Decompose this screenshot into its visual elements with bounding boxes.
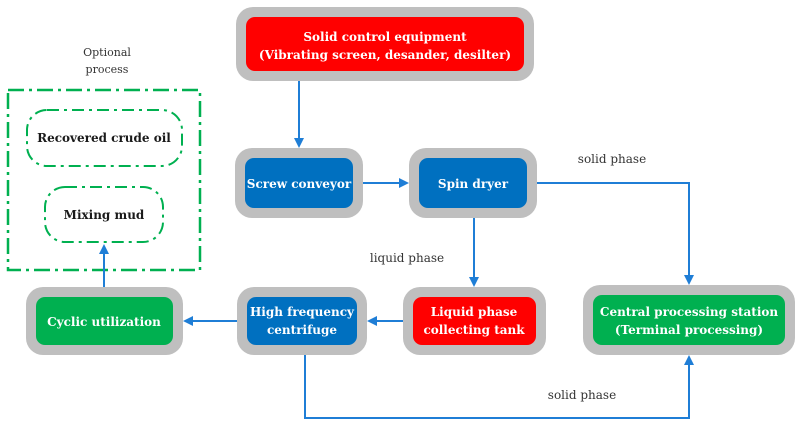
cyclic-utilization-label: Cyclic utilization	[47, 315, 161, 329]
arrow-spin-dryer-to-central-station	[537, 182, 694, 285]
optional-process-title: Optional	[83, 46, 131, 59]
central-processing-line1: Central processing station	[600, 305, 778, 319]
high-frequency-centrifuge-node: High frequency centrifuge	[237, 287, 367, 355]
cyclic-utilization-node: Cyclic utilization	[26, 287, 183, 355]
screw-conveyor-label: Screw conveyor	[247, 177, 352, 191]
edge-label-solid-phase-bottom: solid phase	[548, 388, 616, 402]
edge-label-liquid-phase: liquid phase	[370, 251, 444, 265]
solid-control-equipment-line2: (Vibrating screen, desander, desilter)	[259, 48, 511, 62]
solid-control-equipment-line1: Solid control equipment	[303, 30, 467, 44]
liquid-phase-tank-node: Liquid phase collecting tank	[403, 287, 546, 355]
recovered-crude-oil-label: Recovered crude oil	[37, 131, 171, 145]
spin-dryer-label: Spin dryer	[438, 177, 509, 191]
solid-control-equipment-node: Solid control equipment (Vibrating scree…	[236, 7, 534, 81]
central-processing-station-node: Central processing station (Terminal pro…	[583, 285, 795, 355]
connectors	[99, 81, 694, 419]
optional-process-subtitle: process	[86, 63, 129, 76]
screw-conveyor-node: Screw conveyor	[235, 148, 363, 218]
arrow-centrifuge-to-central-station	[304, 355, 694, 419]
centrifuge-line1: High frequency	[250, 305, 355, 319]
centrifuge-line2: centrifuge	[267, 323, 337, 337]
optional-process-group: Optional process Recovered crude oil Mix…	[6, 46, 202, 272]
mixing-mud-node: Mixing mud	[44, 186, 164, 243]
mixing-mud-label: Mixing mud	[64, 208, 145, 222]
liquid-phase-tank-line2: collecting tank	[423, 323, 525, 337]
spin-dryer-node: Spin dryer	[409, 148, 537, 218]
liquid-phase-tank-line1: Liquid phase	[431, 305, 518, 319]
recovered-crude-oil-node: Recovered crude oil	[26, 109, 183, 167]
central-processing-line2: (Terminal processing)	[615, 323, 763, 337]
edge-label-solid-phase-top: solid phase	[578, 152, 646, 166]
